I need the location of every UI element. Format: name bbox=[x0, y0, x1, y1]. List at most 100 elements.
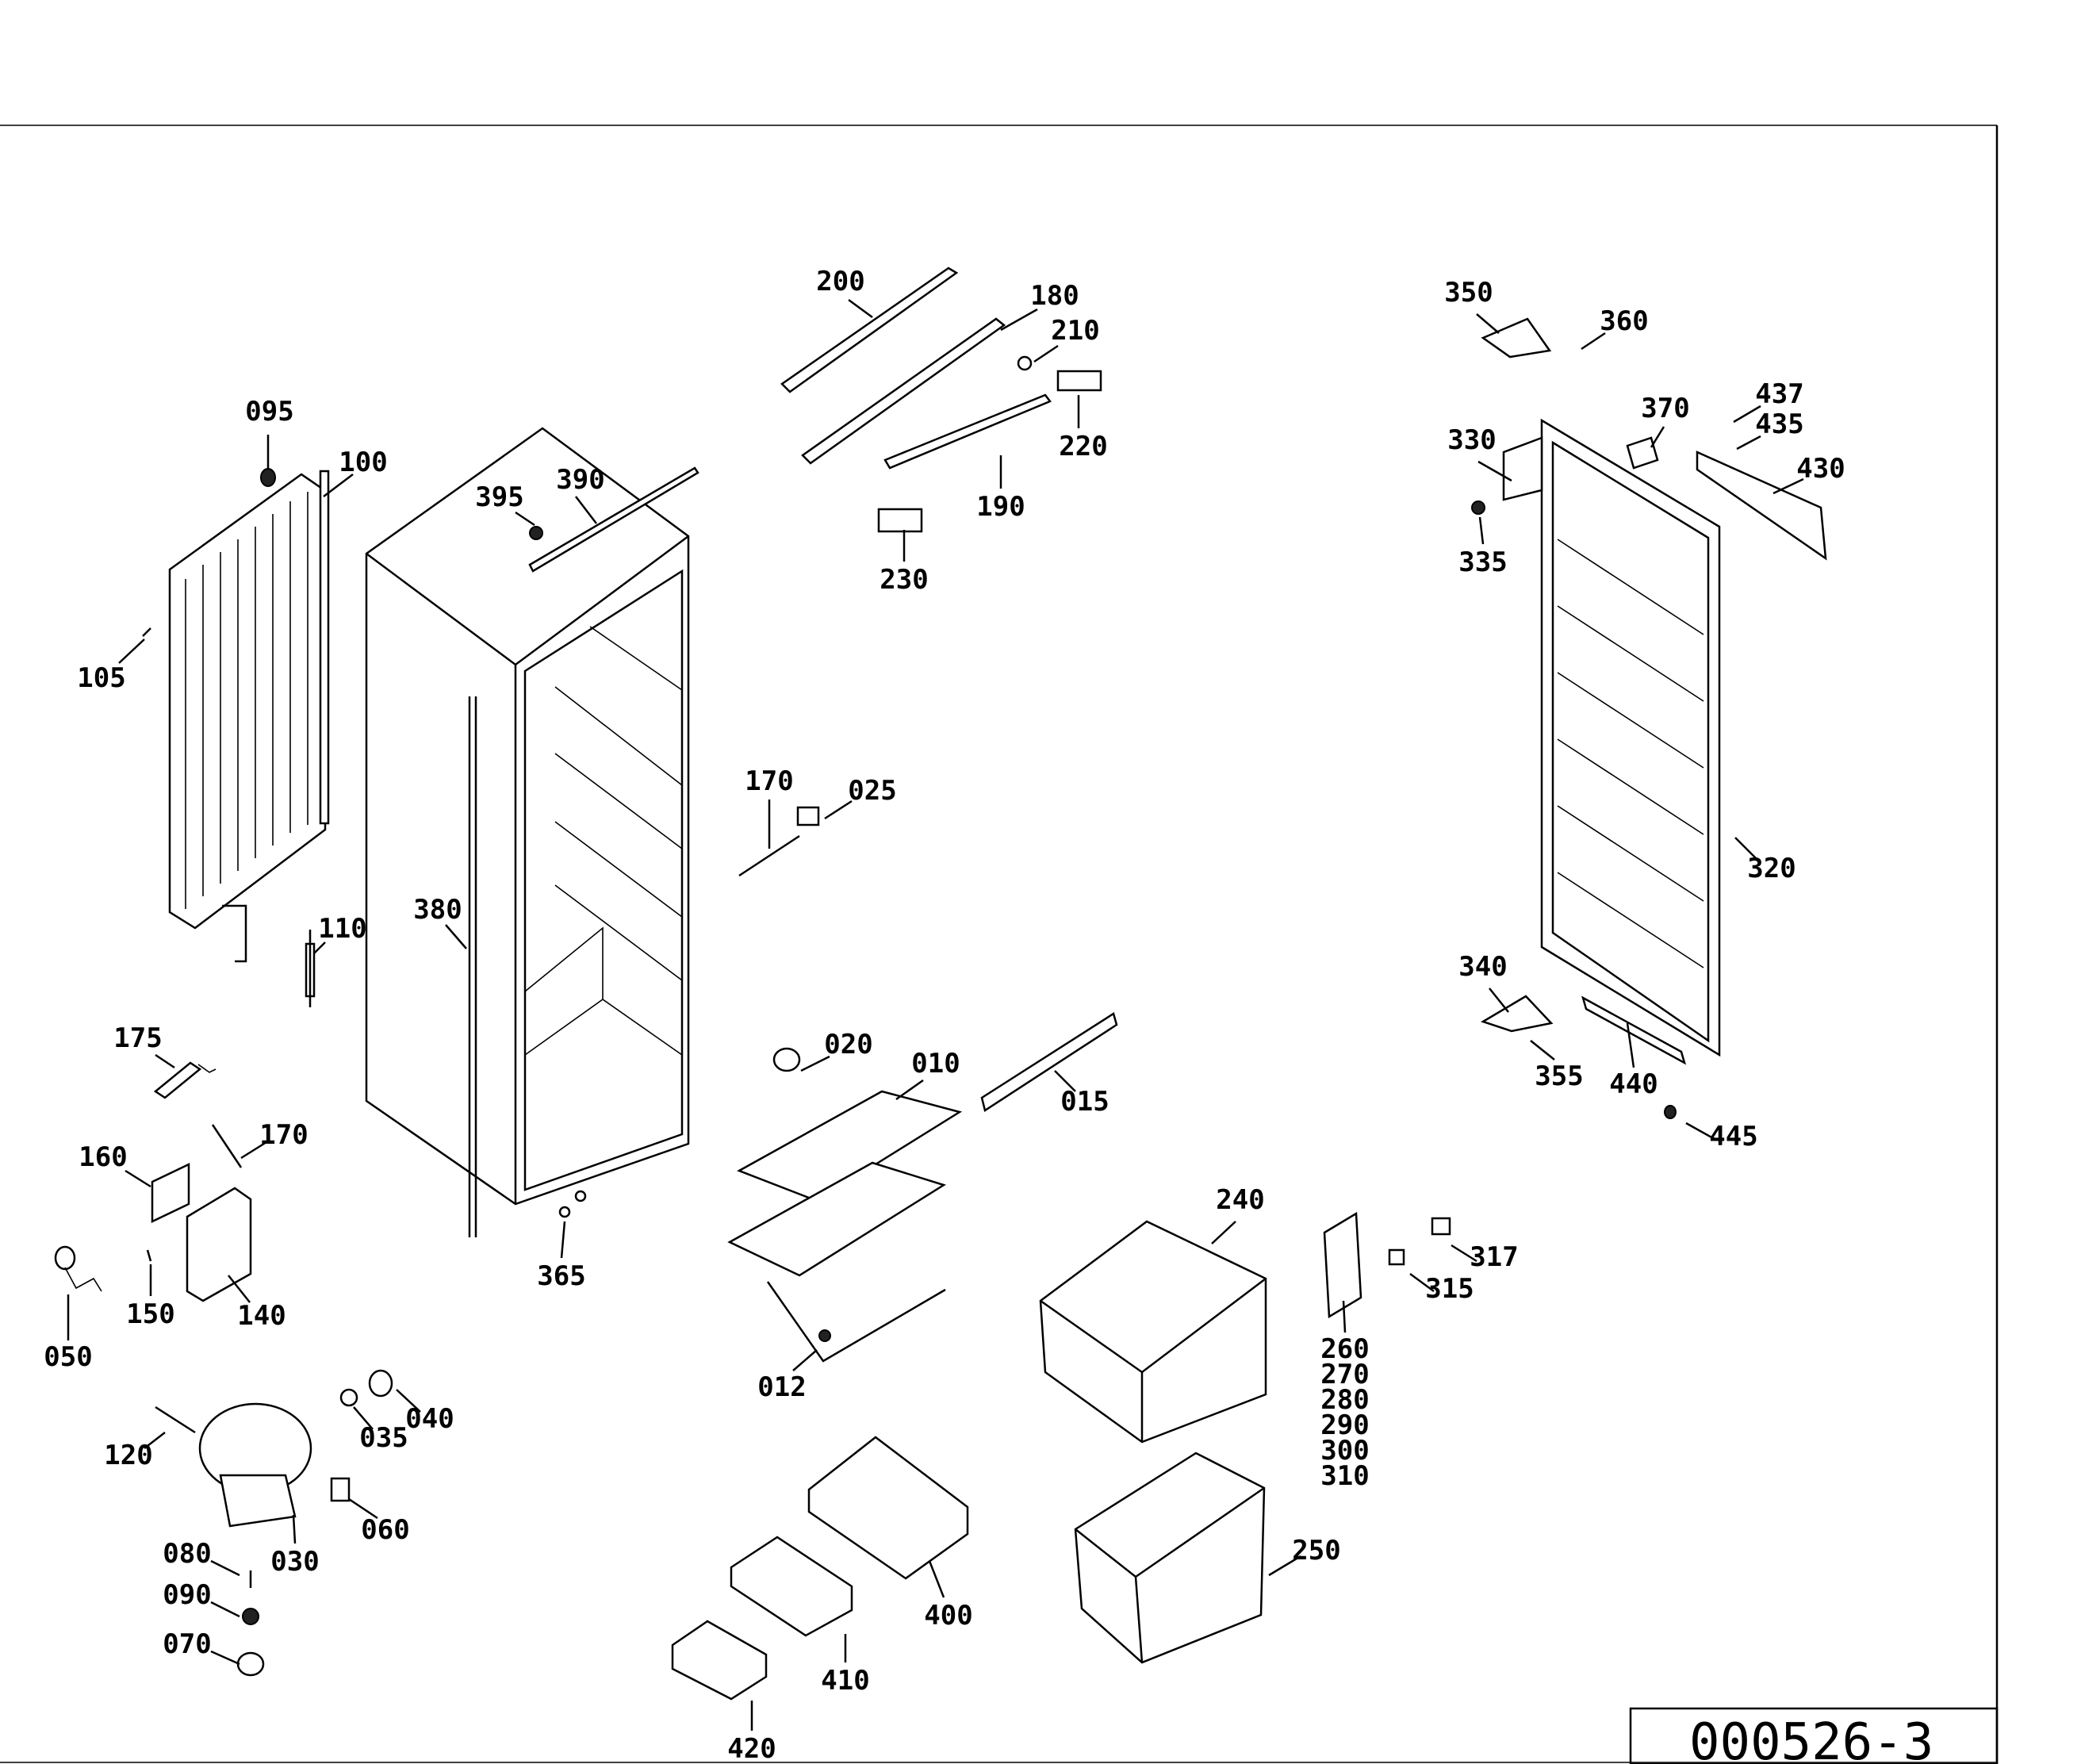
leader-line-c090 bbox=[210, 1601, 240, 1618]
part-number-c170b: 170 bbox=[745, 765, 793, 797]
cabinet-part bbox=[365, 427, 699, 1237]
part-number-c012: 012 bbox=[757, 1371, 806, 1403]
part-number-c050: 050 bbox=[44, 1341, 92, 1373]
drawer-240-part bbox=[1039, 1220, 1267, 1444]
leader-line-c100 bbox=[323, 474, 354, 497]
part-number-c365: 365 bbox=[537, 1260, 585, 1292]
part-number-c360: 360 bbox=[1600, 305, 1648, 337]
control-panel-part bbox=[738, 267, 1102, 877]
part-number-c380: 380 bbox=[413, 894, 462, 926]
part-number-c190: 190 bbox=[976, 491, 1025, 523]
leader-line-c030 bbox=[292, 1514, 297, 1544]
ice-trays-part bbox=[671, 1436, 969, 1701]
part-number-c370: 370 bbox=[1641, 393, 1689, 424]
screw-150-part bbox=[146, 1249, 152, 1262]
part-number-c330: 330 bbox=[1447, 424, 1496, 456]
part-number-c410: 410 bbox=[821, 1665, 869, 1697]
part-number-c040: 040 bbox=[405, 1403, 454, 1435]
part-number-c420: 420 bbox=[727, 1733, 776, 1764]
leader-line-c110 bbox=[313, 941, 326, 954]
part-number-c400: 400 bbox=[924, 1600, 972, 1632]
drawer-250-part bbox=[1074, 1451, 1266, 1664]
power-cord-part bbox=[54, 1245, 102, 1292]
leader-line-c240 bbox=[1211, 1221, 1236, 1244]
cover-160-part bbox=[151, 1163, 190, 1223]
part-number-c430: 430 bbox=[1796, 453, 1845, 485]
part-number-c390: 390 bbox=[556, 464, 604, 496]
part-number-c150: 150 bbox=[126, 1298, 174, 1330]
part-number-c435: 435 bbox=[1755, 408, 1803, 440]
leader-line-c015 bbox=[1054, 1070, 1076, 1092]
part-number-c280: 280 bbox=[1320, 1384, 1369, 1416]
part-number-c070: 070 bbox=[163, 1628, 211, 1660]
leader-line-c430 bbox=[1772, 477, 1804, 495]
leader-line-c170a bbox=[240, 1141, 267, 1160]
leader-line-c025 bbox=[824, 800, 853, 820]
title-block: 000526-3 bbox=[1629, 1707, 1999, 1764]
leader-line-c070 bbox=[210, 1650, 240, 1666]
part-number-c170a: 170 bbox=[259, 1119, 308, 1151]
leader-line-c437 bbox=[1733, 405, 1761, 424]
evaporator-shelf-part bbox=[727, 1012, 1118, 1363]
leader-line-c180 bbox=[1000, 308, 1038, 332]
part-number-c310: 310 bbox=[1320, 1460, 1369, 1492]
leader-line-c020 bbox=[800, 1055, 830, 1072]
leader-line-c010 bbox=[895, 1079, 924, 1101]
part-number-c160: 160 bbox=[79, 1141, 127, 1173]
part-number-c250: 250 bbox=[1292, 1535, 1340, 1567]
leader-line-c080 bbox=[210, 1559, 240, 1577]
leader-line-c035 bbox=[353, 1406, 374, 1430]
condenser-part bbox=[142, 468, 330, 963]
leader-line-c260 bbox=[1342, 1300, 1347, 1333]
part-number-c355: 355 bbox=[1535, 1060, 1583, 1092]
part-number-c315: 315 bbox=[1425, 1273, 1474, 1305]
leader-line-c340 bbox=[1489, 987, 1509, 1013]
part-number-c015: 015 bbox=[1060, 1086, 1109, 1118]
leader-line-c370 bbox=[1650, 426, 1665, 448]
thermal-protector-part bbox=[153, 1061, 217, 1099]
drawer-front-part bbox=[1323, 1211, 1451, 1319]
leader-line-c315 bbox=[1409, 1272, 1435, 1293]
part-number-c445: 445 bbox=[1709, 1121, 1757, 1152]
leader-line-c317 bbox=[1451, 1244, 1477, 1263]
leader-line-c210 bbox=[1033, 344, 1059, 363]
part-number-c260: 260 bbox=[1320, 1333, 1369, 1365]
part-number-c290: 290 bbox=[1320, 1409, 1369, 1441]
leader-line-c335 bbox=[1478, 516, 1485, 545]
leader-line-c120 bbox=[144, 1432, 166, 1449]
leader-line-c160 bbox=[125, 1169, 151, 1188]
part-number-c240: 240 bbox=[1216, 1184, 1264, 1216]
leader-line-c390 bbox=[575, 496, 597, 524]
part-number-c035: 035 bbox=[359, 1422, 408, 1454]
part-number-c105: 105 bbox=[77, 662, 125, 694]
part-number-c270: 270 bbox=[1320, 1359, 1369, 1390]
compressor-part bbox=[155, 1369, 393, 1677]
leader-line-c320 bbox=[1734, 837, 1761, 864]
callout-leaders bbox=[67, 298, 1804, 1731]
leader-line-c250 bbox=[1268, 1555, 1301, 1577]
leader-line-c350 bbox=[1476, 313, 1500, 334]
leader-line-c380 bbox=[445, 924, 467, 949]
part-number-c395: 395 bbox=[475, 481, 523, 513]
part-number-c180: 180 bbox=[1030, 280, 1079, 312]
part-number-c210: 210 bbox=[1051, 315, 1099, 347]
part-number-c095: 095 bbox=[245, 396, 293, 428]
part-number-c230: 230 bbox=[880, 564, 928, 596]
part-number-c320: 320 bbox=[1747, 853, 1795, 884]
part-number-c120: 120 bbox=[104, 1440, 152, 1471]
part-number-c175: 175 bbox=[113, 1022, 162, 1054]
leader-line-c360 bbox=[1581, 332, 1606, 351]
drawing-code: 000526-3 bbox=[1689, 1713, 1933, 1764]
part-number-c010: 010 bbox=[911, 1048, 960, 1079]
leader-line-c140 bbox=[228, 1275, 251, 1303]
drawing-frame bbox=[0, 125, 1999, 1764]
leader-line-c440 bbox=[1626, 1022, 1635, 1068]
part-number-c100: 100 bbox=[339, 447, 387, 478]
part-number-c020: 020 bbox=[824, 1029, 872, 1060]
leader-line-c200 bbox=[848, 298, 873, 319]
leader-line-c355 bbox=[1530, 1040, 1555, 1060]
part-number-c437: 437 bbox=[1755, 378, 1803, 410]
leader-line-c400 bbox=[928, 1560, 945, 1598]
part-number-c440: 440 bbox=[1609, 1068, 1658, 1100]
